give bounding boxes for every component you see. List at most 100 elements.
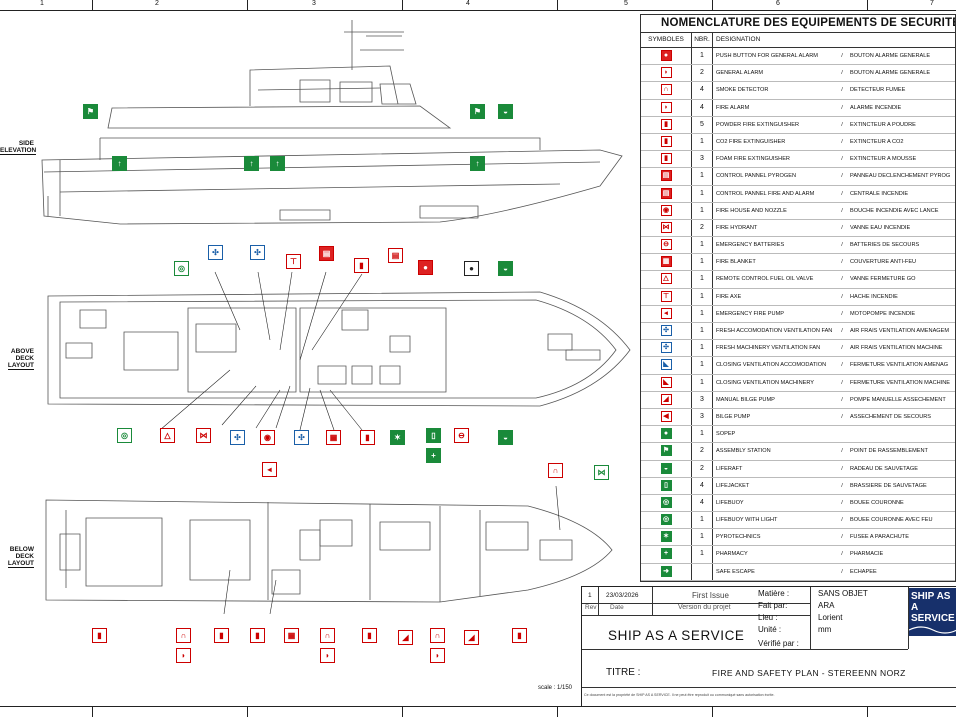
designation-cell: FIRE BLANKET/COUVERTURE ANTI-FEU	[713, 254, 955, 270]
separator: /	[834, 581, 850, 582]
designation-en: EMERGENCY BATTERIES	[716, 242, 785, 249]
pharmacy-icon: +	[660, 548, 672, 560]
fire-axe-icon: ⊤	[660, 290, 672, 302]
closing-vent-mach-icon: ◣	[660, 376, 672, 388]
field-label: Matière :	[758, 589, 790, 598]
designation-fr: CENTRALE INCENDIE	[850, 190, 909, 197]
designation-en: LIFEBUOY WITH LIGHT	[716, 517, 778, 524]
symbol-cell: ●	[641, 426, 692, 443]
push-button-icon: ●	[418, 260, 433, 275]
designation-fr: FUSEE A PARACHUTE	[850, 534, 909, 541]
quantity-cell: 1	[692, 288, 713, 305]
designation-cell: FIRE HYDRANT/VANNE EAU INCENDIE	[713, 220, 955, 236]
designation-fr: ECHAPEE	[850, 568, 877, 575]
designation-en: SOPEP	[716, 431, 736, 438]
designation-fr: EXTINCTEUR A CO2	[850, 138, 904, 145]
liferaft-icon: ◒	[498, 261, 513, 276]
quantity-cell: 1	[692, 271, 713, 288]
separator: /	[841, 396, 843, 403]
designation-cell: FIRE AXE/HACHE INCENDIE	[713, 289, 955, 305]
drawing-scale: scale : 1/150	[538, 685, 573, 691]
designation-cell: CLOSING VENTILATION ACCOMODATION/FERMETU…	[713, 357, 955, 373]
designation-en: CONTROL PANNEL FIRE AND ALARM	[716, 190, 815, 197]
designation-en: LIFEBUOY	[716, 499, 744, 506]
lifebuoy-icon: ◎	[660, 496, 672, 508]
symbol-cell: ◎	[641, 512, 692, 529]
designation-fr: ALARME INCENDIE	[850, 104, 902, 111]
field-label: Unité :	[758, 625, 782, 634]
designation-fr: HACHE INCENDIE	[850, 293, 898, 300]
designation-en: FIRE AND SAFETY PLAN	[716, 581, 834, 582]
accommodation-fan-icon: ✣	[660, 325, 672, 336]
designation-en: FRESH ACCOMODATION VENTILATION FAN	[716, 328, 833, 334]
designation-fr: PLAN DE SECURITE ET INCENDIE	[850, 581, 955, 582]
quantity-cell: 1	[692, 323, 713, 340]
ruler-number: 3	[312, 0, 316, 7]
quantity-cell: 1	[692, 374, 713, 391]
header-designation: DESIGNATION	[716, 36, 761, 43]
safe-escape-icon: ↑	[470, 156, 485, 171]
designation-fr: ASSECHEMENT DE SECOURS	[850, 413, 932, 420]
designation-cell: BILGE PUMP/ASSECHEMENT DE SECOURS	[713, 409, 955, 425]
designation-en: LIFERAFT	[716, 465, 743, 472]
quantity-cell: 1	[692, 426, 713, 443]
safe-escape-icon: ↑	[244, 156, 259, 171]
accommodation-fan-icon: ✣	[208, 245, 223, 260]
nomenclature-row: ➜ SAFE ESCAPE / ECHAPEE	[641, 563, 955, 581]
fire-axe-icon: ⊤	[286, 254, 301, 269]
symbol-cell: ⊤	[641, 288, 692, 305]
machinery-fan-icon: ✣	[660, 342, 672, 354]
designation-cell: CLOSING VENTILATION MACHINERY/FERMETURE …	[713, 375, 955, 391]
designation-cell: LIFERAFT/RADEAU DE SAUVETAGE	[713, 461, 955, 477]
designation-cell: GENERAL ALARM/BOUTON ALARME GENERALE	[713, 65, 955, 81]
fire-hydrant-icon: ⋈	[660, 221, 672, 233]
quantity-cell: 1	[692, 168, 713, 185]
powder-extinguisher-icon: ▮	[362, 628, 377, 643]
symbol-cell: ✣	[641, 340, 692, 357]
safe-escape-icon: ➜	[660, 565, 672, 577]
designation-cell: CONTROL PANNEL PYROGEN/PANNEAU DECLENCHE…	[713, 168, 955, 184]
designation-cell: SOPEP	[713, 426, 955, 442]
symbol-cell: ▤	[641, 168, 692, 185]
designation-en: REMOTE CONTROL FUEL OIL VALVE	[716, 276, 814, 283]
smoke-detector-icon: ∩	[320, 628, 335, 643]
separator: /	[841, 242, 843, 249]
separator: /	[841, 259, 843, 266]
designation-en: CLOSING VENTILATION ACCOMODATION	[716, 362, 827, 369]
header-nbr: NBR.	[692, 33, 713, 47]
separator: /	[841, 224, 843, 231]
ruler-number: 2	[155, 0, 159, 7]
designation-en: SAFE ESCAPE	[716, 568, 755, 575]
quantity-cell: 4	[692, 494, 713, 512]
designation-fr: BOUTON ALARME GENERALE	[850, 70, 931, 77]
quantity-cell: 4	[692, 477, 713, 494]
designation-fr: EXTINCTEUR A MOUSSE	[850, 156, 917, 163]
lifebuoy-light-icon: ◎	[660, 514, 672, 526]
designation-en: CONTROL PANNEL PYROGEN	[716, 173, 796, 180]
fire-hose-icon: ◉	[660, 204, 672, 216]
designation-en: FIRE HYDRANT	[716, 224, 758, 231]
quantity-cell: 1	[692, 202, 713, 219]
manual-bilge-pump-icon: ◢	[398, 630, 413, 645]
field-label: Lieu :	[758, 613, 778, 622]
designation-en: LIFEJACKET	[716, 482, 750, 489]
designation-cell: SAFE ESCAPE / ECHAPEE	[713, 564, 955, 580]
liferaft-icon: ◒	[498, 430, 513, 445]
pyrogen-panel-icon: ▤	[660, 170, 672, 182]
separator: /	[841, 121, 843, 128]
quantity-cell: 2	[692, 443, 713, 460]
liferaft-icon: ◒	[660, 462, 672, 474]
smoke-detector-icon: ∩	[176, 628, 191, 643]
ruler-number: 1	[40, 0, 44, 7]
